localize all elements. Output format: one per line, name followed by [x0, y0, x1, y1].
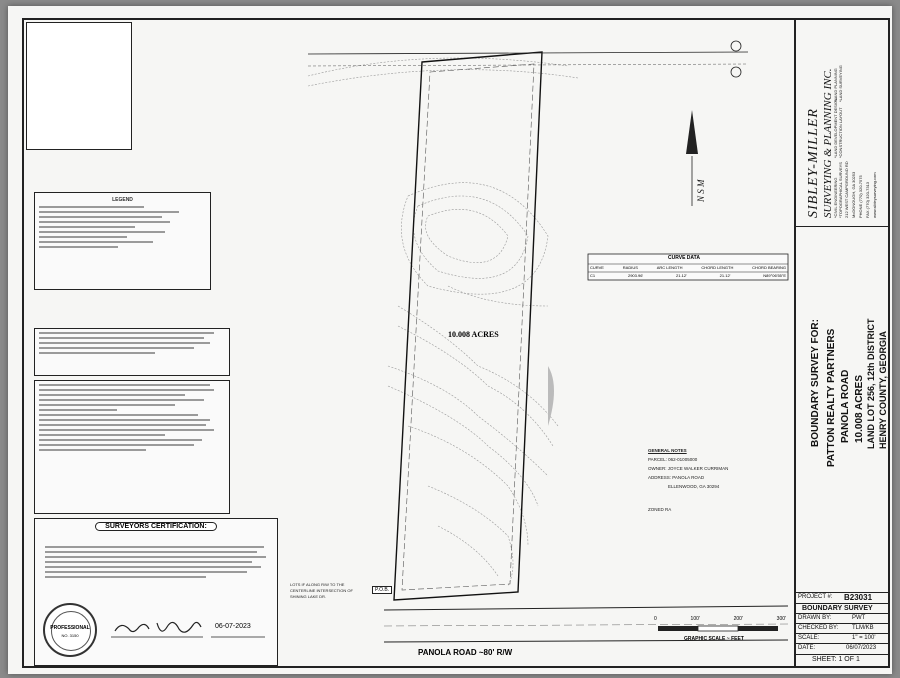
scale-tick-label: 200': [733, 616, 743, 622]
seal-number: NO. 3150: [61, 633, 79, 638]
notes-parcel: PARCEL: 062-01005000: [648, 457, 698, 462]
notes-city: ELLENWOOD, GA 30294: [668, 484, 720, 489]
curve-data-cell: 21.12': [719, 273, 731, 278]
sheet-border: [22, 18, 890, 668]
scale-ticks: 0 100' 200' 300': [654, 616, 786, 622]
curve-header-cell: CURVE: [590, 265, 604, 270]
sheet-number: SHEET: 1 OF 1: [812, 656, 860, 663]
intersection-callout: LOTS IF ALONG R/W TO THE CENTERLINE INTE…: [290, 582, 353, 599]
survey-title-block: BOUNDARY SURVEY FOR: PATTON REALTY PARTN…: [794, 226, 888, 592]
curve-header-cell: CHORD BEARING: [752, 265, 786, 270]
drawn-label: DRAWN BY:: [798, 615, 832, 621]
scale-caption: GRAPHIC SCALE ~ FEET: [684, 636, 744, 642]
curve-header-cell: RADIUS: [622, 265, 638, 270]
plat-acreage-label: 10.008 ACRES: [448, 330, 499, 339]
checked-value: TLM/KB: [852, 625, 874, 631]
curve-data-cell: 21.12': [676, 273, 687, 278]
certification-box: SURVEYORS CERTIFICATION: PROFESSIONAL NO…: [34, 518, 278, 666]
scale-tick-label: 100': [690, 616, 700, 622]
checked-label: CHECKED BY:: [798, 625, 839, 631]
seal-text: PROFESSIONAL: [50, 625, 90, 631]
plat-road-label: PANOLA ROAD ~80' R/W: [418, 648, 513, 657]
legend-title: LEGEND: [112, 197, 133, 203]
notes-owner: OWNER: JOYCE WALKER CURRIMAN: [648, 466, 729, 471]
scale-label: SCALE:: [798, 635, 820, 641]
notes-zoned: ZONED RA: [648, 507, 672, 512]
blank-stamp-box: [26, 22, 132, 150]
project-value: B23031: [844, 593, 873, 602]
curve-header-cell: ARC LENGTH: [656, 265, 683, 270]
scale-tick-label: 0: [654, 616, 657, 622]
curve-data-cell: 2903.96': [627, 273, 644, 278]
survey-sheet: LEGEND SURVEYORS CERTIFICATION: PROFESSI…: [8, 6, 892, 674]
notes-address: ADDRESS: PANOLA ROAD: [648, 475, 705, 480]
curve-table-headers: CURVE RADIUS ARC LENGTH CHORD LENGTH CHORD B…: [590, 265, 786, 270]
legend-box: LEGEND: [34, 192, 211, 290]
scale-value: 1" = 100': [852, 635, 876, 641]
company-block: SIBLEY-MILLER SURVEYING & PLANNING INC. …: [794, 18, 888, 226]
notes-box-2: [34, 380, 230, 514]
north-label: N S M: [696, 179, 706, 203]
signature: [111, 621, 265, 638]
scale-tick-label: 300': [776, 616, 786, 622]
certification-title: SURVEYORS CERTIFICATION:: [95, 522, 217, 531]
date-value: 06/07/2023: [846, 645, 877, 651]
notes-box-1: [34, 328, 230, 376]
curve-data-cell: N89°06'55"E: [763, 273, 786, 278]
project-label: PROJECT #:: [798, 594, 833, 600]
general-notes: GENERAL NOTES PARCEL: 062-01005000 OWNER…: [648, 446, 788, 514]
certification-date: 06-07-2023: [215, 623, 251, 630]
project-table: PROJECT #: B23031 BOUNDARY SURVEY DRAWN B…: [794, 592, 888, 668]
curve-header-cell: CHORD LENGTH: [701, 265, 734, 270]
drawn-value: PWT: [852, 615, 866, 621]
notes-title: GENERAL NOTES: [648, 448, 687, 453]
project-type: BOUNDARY SURVEY: [802, 605, 873, 612]
curve-table-title: CURVE DATA: [668, 255, 700, 261]
plat-drawing: [307, 40, 789, 643]
curve-data-cell: C1: [590, 273, 596, 278]
surveyor-seal: PROFESSIONAL NO. 3150: [43, 603, 97, 657]
curve-table-row: C1 2903.96' 21.12' 21.12' N89°06'55"E: [590, 273, 786, 278]
pob-callout: P.O.B.: [372, 586, 393, 594]
date-label: DATE:: [798, 645, 816, 651]
